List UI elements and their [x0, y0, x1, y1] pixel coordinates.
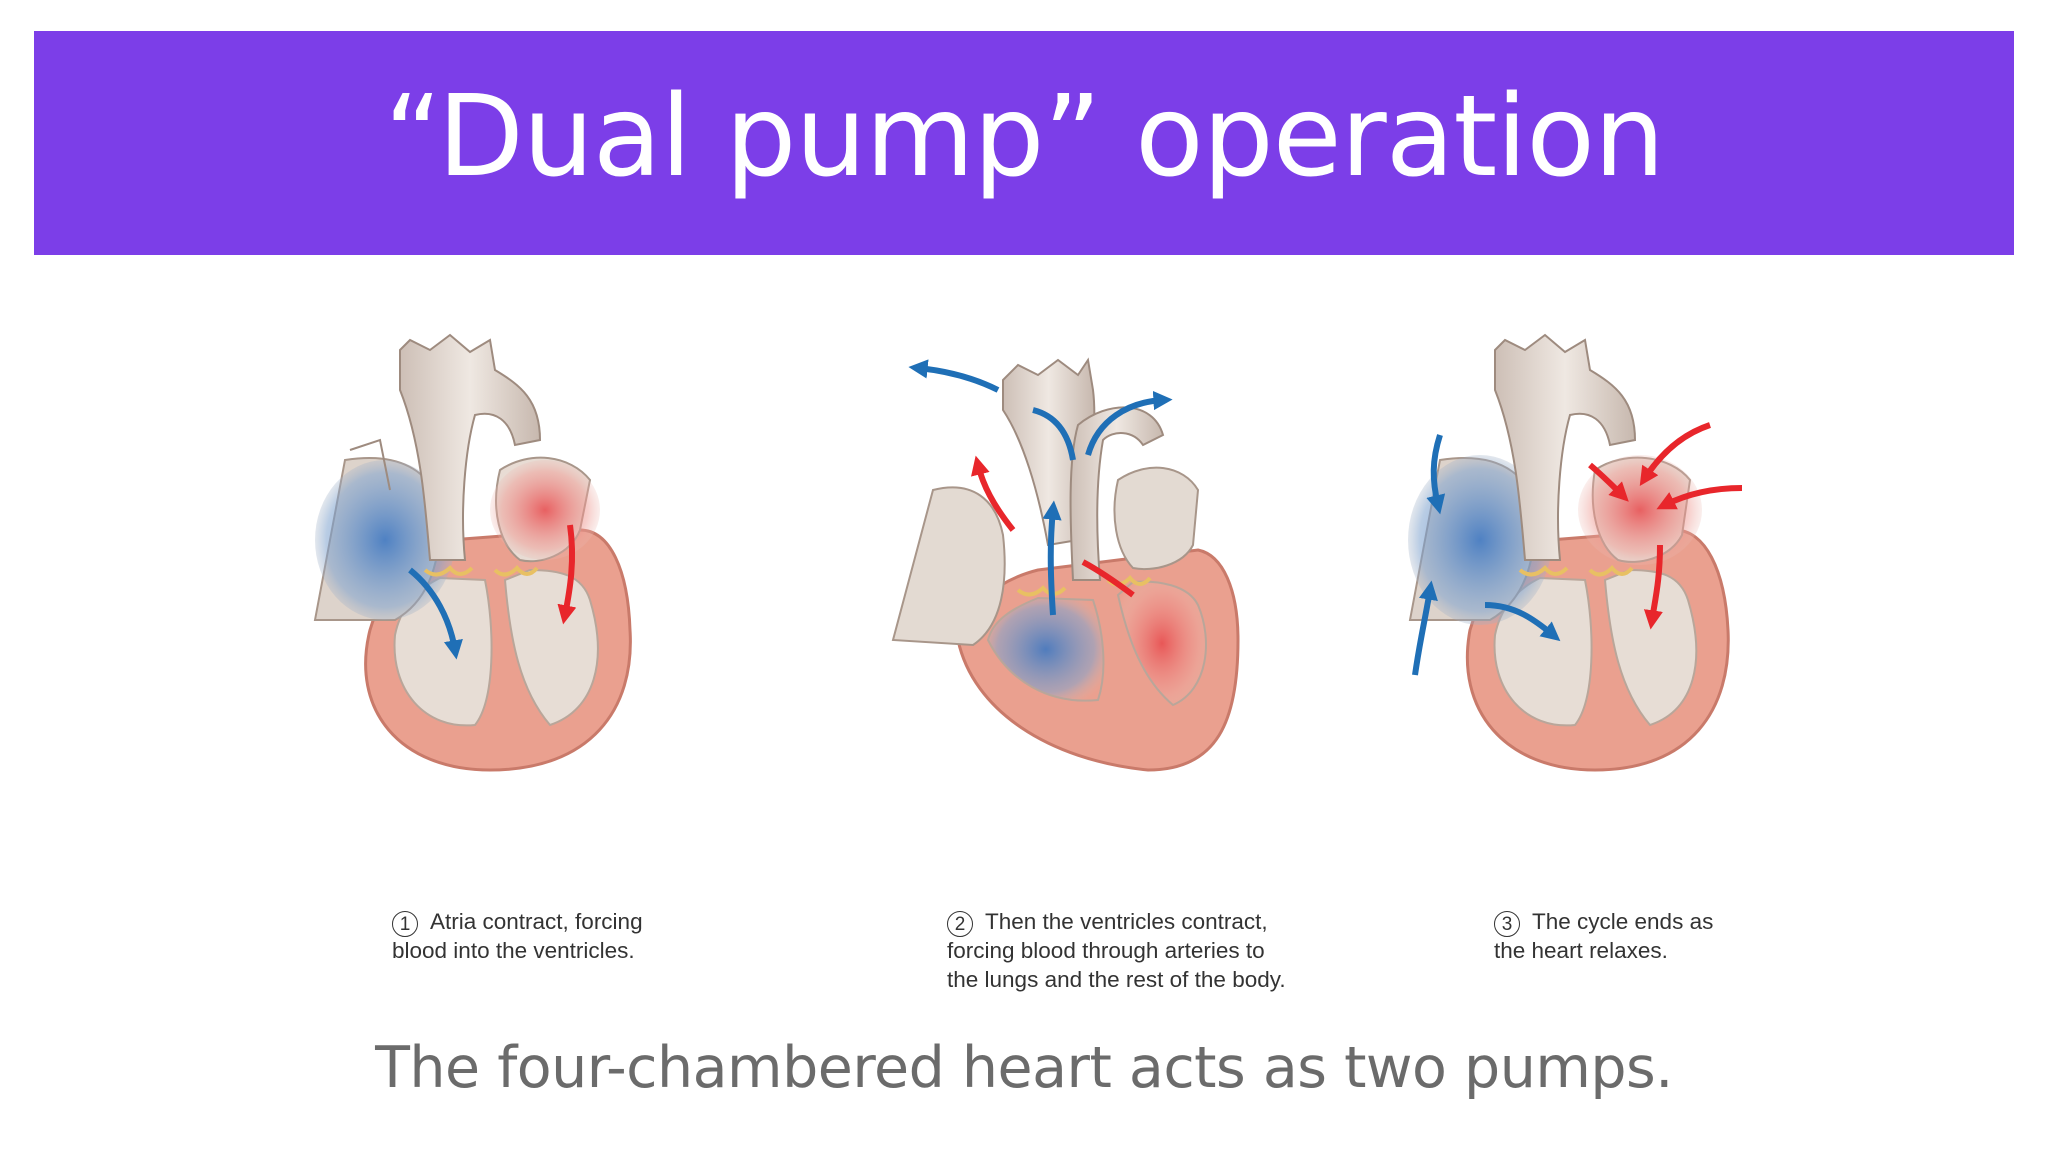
arrow-oxygenated-blood	[971, 455, 1016, 532]
caption-line: forcing blood through arteries to	[947, 938, 1265, 963]
slide-title: “Dual pump” operation	[384, 72, 1665, 202]
caption-line: Atria contract, forcing	[430, 909, 643, 934]
arrow-deoxygenated-blood	[908, 359, 1000, 393]
arrow-deoxygenated-blood	[408, 567, 463, 660]
arrow-oxygenated-blood	[557, 524, 577, 625]
arrow-deoxygenated-blood	[1032, 407, 1076, 461]
step-number-badge: 1	[392, 911, 418, 937]
caption-line: the heart relaxes.	[1494, 938, 1668, 963]
arrow-deoxygenated-blood	[1426, 434, 1446, 515]
arrow-oxygenated-blood	[1081, 559, 1135, 598]
caption-line: the lungs and the rest of the body.	[947, 966, 1286, 992]
arrow-oxygenated-blood	[1639, 422, 1711, 487]
caption-line: Then the ventricles contract,	[985, 909, 1268, 934]
caption-line: blood into the ventricles.	[392, 938, 635, 963]
heart-diagram-ventricular-contraction	[891, 357, 1240, 772]
arrow-oxygenated-blood	[1588, 462, 1629, 502]
left-atrium	[1113, 466, 1200, 571]
caption-line: The cycle ends as	[1532, 909, 1714, 934]
arrow-deoxygenated-blood	[1042, 500, 1062, 616]
step-caption-1: 1 Atria contract, forcing blood into the …	[392, 908, 643, 966]
right-atrium	[891, 486, 1006, 647]
arrow-deoxygenated-blood	[1085, 390, 1173, 456]
heart-diagram-atrial-contraction	[313, 333, 632, 772]
aorta	[1069, 406, 1165, 581]
title-bar: “Dual pump” operation	[34, 31, 2014, 255]
step-number-badge: 3	[1494, 911, 1520, 937]
aorta	[399, 333, 542, 561]
step-caption-3: 3 The cycle ends as the heart relaxes.	[1494, 908, 1713, 966]
step-caption-2: 2 Then the ventricles contract, forcing b…	[947, 908, 1286, 994]
heart-diagram-relaxation	[1408, 333, 1743, 772]
arrow-oxygenated-blood	[1656, 485, 1743, 510]
aorta	[1494, 333, 1637, 561]
arrow-deoxygenated-blood	[1412, 580, 1438, 676]
slide-subtitle: The four-chambered heart acts as two pum…	[375, 1035, 1673, 1101]
arrow-deoxygenated-blood	[1484, 602, 1561, 642]
step-number-badge: 2	[947, 911, 973, 937]
arrow-oxygenated-blood	[1643, 544, 1663, 630]
